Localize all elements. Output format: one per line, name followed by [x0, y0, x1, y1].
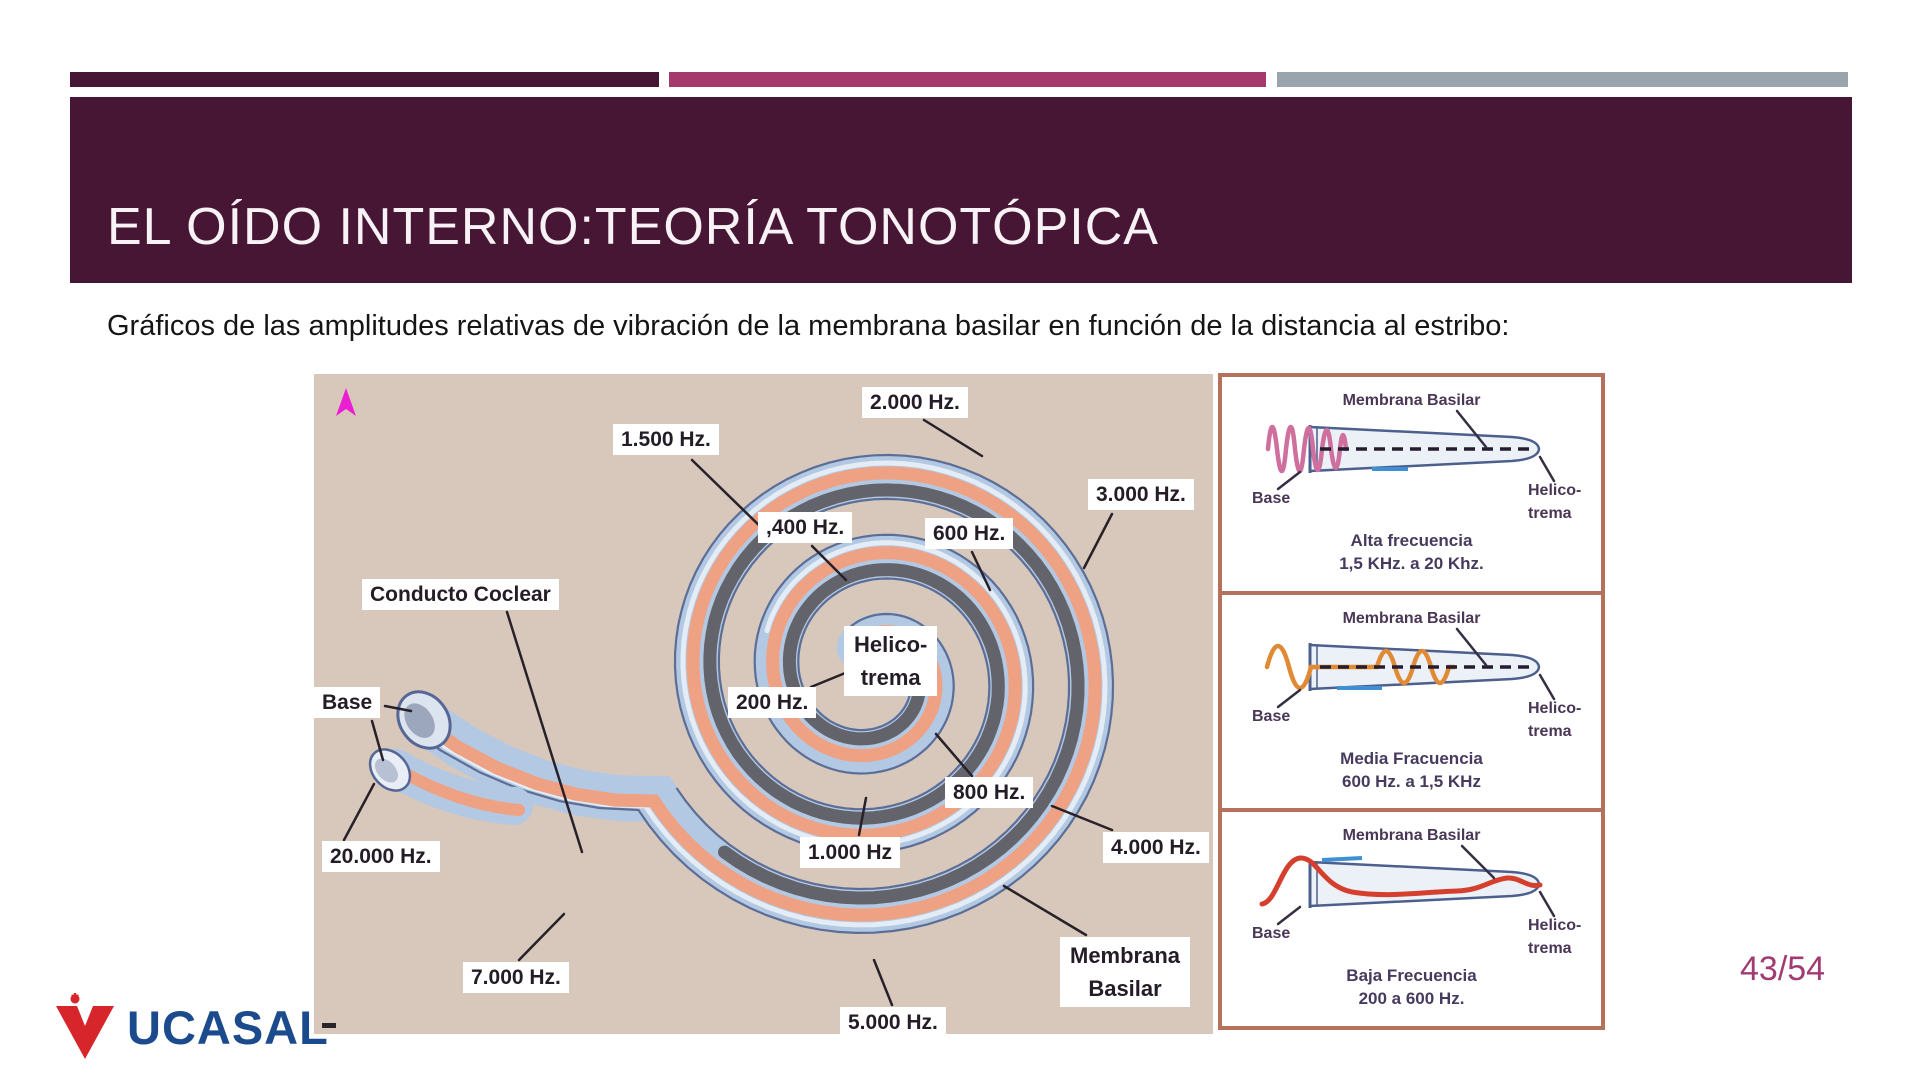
corner-dash	[322, 1023, 336, 1028]
label-7000hz: 7.000 Hz.	[463, 962, 569, 993]
label-4000hz: 4.000 Hz.	[1103, 832, 1209, 863]
panel3-caption: Baja Frecuencia 200 a 600 Hz.	[1222, 964, 1601, 1010]
label-base: Base	[314, 687, 381, 718]
panel3-helicotrema: Helico- trema	[1528, 914, 1581, 960]
label-2000hz: 2.000 Hz.	[862, 387, 968, 418]
magenta-pointer-icon	[336, 388, 356, 416]
panel3-caption-line2: 200 a 600 Hz.	[1358, 989, 1465, 1009]
membrane-tube	[1308, 643, 1541, 690]
panel1-helico-line1: Helico-	[1528, 482, 1582, 499]
panel2-base: Base	[1252, 707, 1291, 725]
panel2-title: Membrana Basilar	[1342, 609, 1481, 627]
panel-media-graphic	[1264, 627, 1556, 708]
label-connectors	[342, 418, 1114, 1007]
panel1-caption-line2: 1,5 KHz. a 20 Khz.	[1339, 554, 1484, 573]
panel1-caption: Alta frecuencia 1,5 KHz. a 20 Khz.	[1222, 529, 1601, 575]
label-400hz: ,400 Hz.	[758, 512, 853, 543]
panel2-caption-line1: Media Fracuencia	[1340, 748, 1483, 768]
panel2-caption: Media Fracuencia 600 Hz. a 1,5 KHz	[1222, 747, 1601, 793]
panel-media-frecuencia: Membrana Basilar Base Helico- trema Medi…	[1222, 595, 1601, 813]
title-band: EL OÍDO INTERNO:TEORÍA TONOTÓPICA	[70, 97, 1852, 283]
label-20000hz: 20.000 Hz.	[322, 841, 440, 872]
membrane-tube	[1308, 861, 1541, 908]
ucasal-logo: UCASAL	[55, 993, 329, 1061]
panel1-caption-line1: Alta frecuencia	[1350, 531, 1473, 550]
cochlea-diagram: 2.000 Hz. 1.500 Hz. 3.000 Hz. ,400 Hz. 6…	[314, 374, 1213, 1038]
panel1-helicotrema: Helico- trema	[1528, 479, 1581, 525]
label-helicotrema: Helico- trema	[844, 626, 938, 696]
label-200hz: 200 Hz.	[728, 687, 817, 718]
panel-connectors	[1276, 627, 1556, 708]
panel3-helico-line2: trema	[1528, 940, 1572, 958]
tube-outer-edge	[402, 453, 1115, 935]
panel2-caption-line2: 600 Hz. a 1,5 KHz	[1342, 771, 1481, 791]
ucasal-logo-text: UCASAL	[127, 1000, 329, 1054]
page-number: 43/54	[1740, 950, 1826, 988]
label-1000hz: 1.000 Hz	[800, 837, 901, 868]
label-conducto-coclear: Conducto Coclear	[362, 579, 559, 610]
frequency-panels: Membrana Basilar Base Helico- trema Alta…	[1218, 373, 1605, 1030]
tube-highlight	[408, 460, 1108, 928]
panel1-title: Membrana Basilar	[1342, 392, 1481, 409]
label-3000hz: 3.000 Hz.	[1088, 479, 1194, 510]
label-membrana-basilar: Membrana Basilar	[1060, 937, 1191, 1007]
accent-bar-dark	[70, 72, 659, 87]
helicotrema-line2: trema	[860, 665, 921, 690]
label-1500hz: 1.500 Hz.	[613, 424, 719, 455]
panel3-helico-line1: Helico-	[1528, 917, 1582, 935]
membrana-line1: Membrana	[1070, 943, 1181, 968]
slide-subtitle: Gráficos de las amplitudes relativas de …	[107, 310, 1510, 342]
panel3-title: Membrana Basilar	[1342, 827, 1481, 845]
panel1-base: Base	[1252, 490, 1291, 507]
tube-inner-edge	[675, 497, 1071, 891]
cochlear-duct-stripe	[703, 483, 1085, 905]
panel3-caption-line1: Baja Frecuencia	[1346, 966, 1477, 986]
panel-connectors	[1276, 845, 1556, 926]
ucasal-shield-icon	[56, 993, 114, 1059]
helicotrema-line1: Helico-	[854, 632, 928, 657]
panel-alta-frecuencia: Membrana Basilar Base Helico- trema Alta…	[1222, 377, 1601, 595]
label-5000hz: 5.000 Hz.	[840, 1007, 946, 1038]
basilar-membrane-stripe	[414, 466, 1102, 922]
low-frequency-wave	[1259, 855, 1543, 907]
base-opening-upper	[396, 690, 452, 750]
label-600hz: 600 Hz.	[925, 518, 1014, 549]
accent-bar-pink	[669, 72, 1266, 87]
panel-baja-frecuencia: Membrana Basilar Base Helico- trema Baja…	[1222, 812, 1601, 1026]
membrane-tube	[1308, 425, 1541, 473]
blue-marker-dash	[1321, 856, 1363, 863]
page-title: EL OÍDO INTERNO:TEORÍA TONOTÓPICA	[107, 198, 1159, 256]
base-opening-lower	[368, 748, 412, 792]
membrana-line2: Basilar	[1088, 976, 1162, 1001]
panel2-helico-line1: Helico-	[1528, 699, 1582, 717]
panel1-helico-line2: trema	[1528, 505, 1572, 522]
panel-connectors	[1276, 409, 1556, 491]
accent-bar-gray	[1277, 72, 1848, 87]
panel-baja-graphic	[1259, 845, 1556, 926]
cochlea-spiral-graphic	[322, 388, 1115, 1028]
label-800hz: 800 Hz.	[945, 777, 1034, 808]
panel2-helicotrema: Helico- trema	[1528, 697, 1581, 743]
panel3-base: Base	[1252, 925, 1291, 943]
panel-alta-graphic	[1265, 409, 1556, 491]
high-frequency-wave	[1265, 424, 1349, 474]
panel2-helico-line2: trema	[1528, 722, 1572, 740]
